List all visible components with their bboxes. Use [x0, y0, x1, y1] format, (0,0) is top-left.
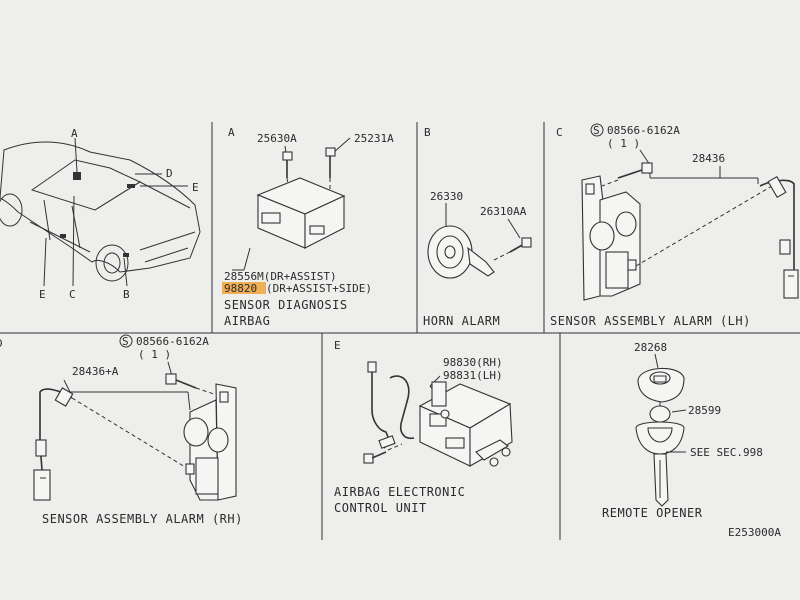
sensor-diagnosis-unit [256, 177, 346, 249]
bolt-icon [282, 151, 293, 178]
caption-horn-alarm: HORN ALARM [423, 314, 500, 328]
panel-b-tag: B [424, 126, 431, 139]
bolt-symbol: S [593, 124, 600, 137]
callout-e-front: E [39, 288, 46, 301]
bolt-symbol-circle [590, 123, 604, 137]
caption-remote-opener: REMOTE OPENER [602, 506, 703, 520]
caption-airbag-electronic: AIRBAG ELECTRONIC [334, 485, 465, 499]
part-25630a: 25630A [257, 132, 297, 145]
part-25231a: 25231A [354, 132, 394, 145]
ref-see-sec-998: SEE SEC.998 [690, 446, 763, 459]
airbag-wire-harness [367, 361, 415, 449]
caption-sensor-diagnosis: SENSOR DIAGNOSIS [224, 298, 348, 312]
bolt-symbol: S [122, 335, 129, 348]
panel-b-horn-alarm: B 26330 26310AA HORN ALARM [423, 126, 532, 328]
airbag-control-unit [418, 381, 513, 467]
callout-c: C [69, 288, 76, 301]
callout-d: D [166, 167, 173, 180]
bolt-icon [165, 373, 197, 389]
bolt-icon [509, 237, 532, 253]
remote-fob-icon [637, 367, 685, 403]
part-28436-a: 28436+A [72, 365, 119, 378]
part-08566-6162a-rh: 08566-6162A [136, 335, 209, 348]
callout-e-rear: E [192, 181, 199, 194]
caption-sensor-assembly-rh: SENSOR ASSEMBLY ALARM (RH) [42, 512, 243, 526]
panel-d-sensor-rh: D S 08566-6162A ( 1 ) 28436+A [0, 334, 243, 526]
sensor-wire-rh [33, 387, 74, 501]
car-illustration [0, 141, 201, 282]
panel-dividers [0, 122, 800, 540]
part-28599: 28599 [688, 404, 721, 417]
panel-a-tag: A [228, 126, 235, 139]
panel-e-airbag-control-unit: E 98830(RH) 98831(LH) AIRBAG EL [334, 339, 513, 515]
note-28556m: 28556M(DR+ASSIST) [224, 270, 337, 283]
bolt-qty-lh: ( 1 ) [607, 137, 640, 150]
key-icon [635, 421, 685, 507]
caption-sensor-assembly-lh: SENSOR ASSEMBLY ALARM (LH) [550, 314, 751, 328]
alarm-sensor-rh [183, 383, 237, 501]
bolt-icon [617, 162, 653, 179]
part-26310aa: 26310AA [480, 205, 527, 218]
panel-remote-opener: 28268 28599 SEE SEC.998 REMOTE OPENER [602, 341, 763, 520]
highlight-98820 [222, 282, 266, 294]
note-98820-code: 98820 [224, 282, 257, 295]
panel-a-sensor-diagnosis: A 25630A 25231A 28556M(DR+ASSIST) 98820 … [222, 126, 394, 328]
bolt-icon [325, 147, 336, 178]
alarm-sensor-lh [581, 175, 641, 301]
part-08566-6162a-lh: 08566-6162A [607, 124, 680, 137]
diagram-code: E253000A [728, 526, 781, 539]
part-26330: 26330 [430, 190, 463, 203]
bolt-qty-rh: ( 1 ) [138, 348, 171, 361]
part-28268: 28268 [634, 341, 667, 354]
bolt-symbol-circle [119, 334, 133, 348]
panel-e-tag: E [334, 339, 341, 352]
panel-vehicle: A B C D E E [0, 127, 201, 301]
callout-b: B [123, 288, 130, 301]
part-98831-lh: 98831(LH) [443, 369, 503, 382]
battery-icon [649, 405, 671, 423]
panel-c-sensor-lh: C S 08566-6162A ( 1 ) 28436 [550, 123, 799, 328]
note-98820-detail: (DR+ASSIST+SIDE) [266, 282, 372, 295]
part-28436: 28436 [692, 152, 725, 165]
caption-control-unit: CONTROL UNIT [334, 501, 427, 515]
sensor-wire-lh [759, 175, 799, 299]
bolt-icon [363, 451, 387, 464]
part-98830-rh: 98830(RH) [443, 356, 503, 369]
caption-airbag: AIRBAG [224, 314, 270, 328]
horn-icon [427, 225, 495, 279]
panel-c-tag: C [556, 126, 563, 139]
callout-a: A [71, 127, 78, 140]
panel-d-tag: D [0, 337, 3, 350]
